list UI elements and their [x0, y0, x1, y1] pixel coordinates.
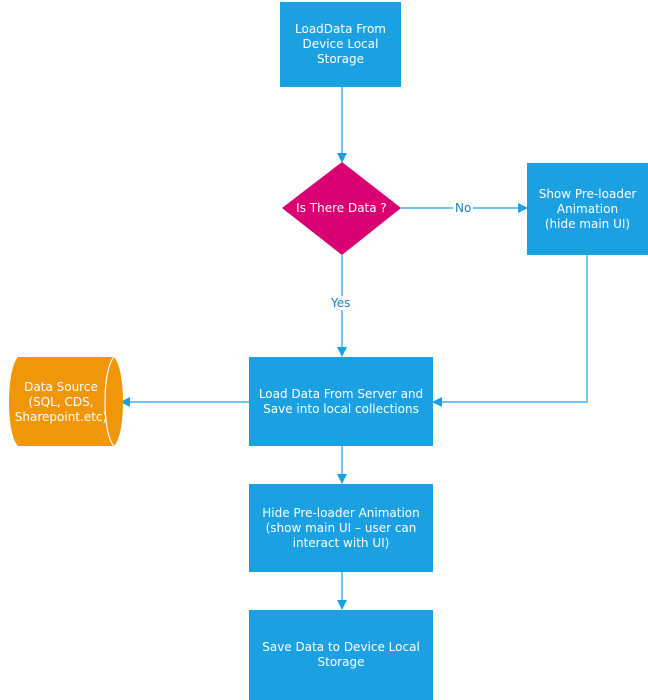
node-show-preloader: Show Pre-loader Animation (hide main UI)	[527, 163, 648, 255]
decision-label: Is There Data ?	[296, 200, 387, 215]
node-hide-preloader: Hide Pre-loader Animation (show main UI …	[249, 484, 433, 572]
node-load-server-data: Load Data From Server and Save into loca…	[249, 357, 433, 446]
data-source-label: Data Source (SQL, CDS, Sharepoint.etc)	[14, 379, 108, 424]
connector-show-preloader-to-load-server	[432, 255, 588, 407]
decision-diamond	[282, 162, 401, 255]
edge-label-no: No	[453, 201, 474, 215]
node-save-local-storage: Save Data to Device Local Storage	[249, 610, 433, 700]
data-source-cylinder-edge	[104, 356, 115, 447]
edge-label-yes: Yes	[329, 296, 353, 310]
data-source-cylinder	[9, 357, 123, 446]
node-load-local-storage: LoadData From Device Local Storage	[280, 2, 401, 87]
